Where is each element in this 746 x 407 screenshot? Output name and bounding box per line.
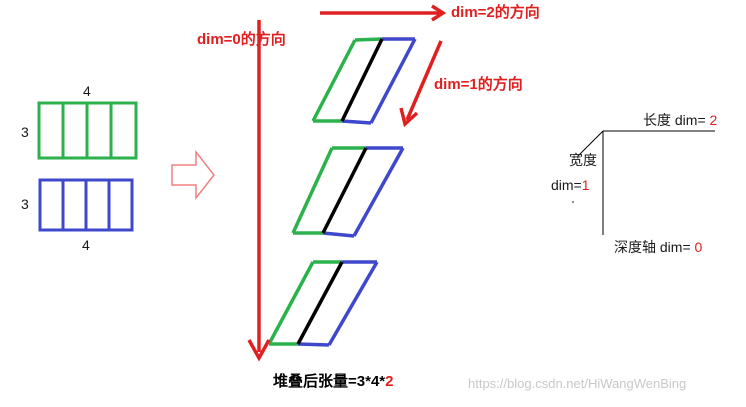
width-axis-label: 宽度 bbox=[569, 152, 597, 168]
stacked-tensor-depth: 2 bbox=[385, 373, 394, 390]
width-axis-value: 1 bbox=[581, 177, 590, 193]
stack-arrow-icon bbox=[171, 149, 215, 201]
length-axis-text: 长度 dim= bbox=[643, 112, 706, 128]
blue-rows-label: 3 bbox=[21, 196, 29, 212]
blue-matrix bbox=[38, 178, 134, 232]
dim2-arrow bbox=[320, 4, 447, 22]
dim2-direction-label: dim=2的方向 bbox=[451, 4, 540, 21]
axes-legend-lines bbox=[577, 130, 715, 235]
dim1-arrow bbox=[399, 40, 443, 128]
stacked-slab-2 bbox=[291, 146, 405, 238]
watermark: https://blog.csdn.net/HiWangWenBing bbox=[468, 376, 687, 391]
length-axis-label: 长度 dim= 2 bbox=[643, 113, 717, 127]
depth-axis-label: 深度轴 dim= 0 bbox=[614, 240, 702, 254]
stacked-slab-1 bbox=[311, 37, 417, 125]
dim0-direction-label: dim=0的方向 bbox=[197, 31, 286, 48]
depth-axis-text: 深度轴 dim= bbox=[614, 239, 691, 255]
stacked-tensor-label: 堆叠后张量=3*4*2 bbox=[273, 374, 393, 389]
dim1-direction-label: dim=1的方向 bbox=[434, 76, 523, 93]
green-matrix bbox=[37, 101, 138, 160]
depth-axis-value: 0 bbox=[694, 239, 703, 255]
stacked-tensor-prefix: 堆叠后张量=3*4* bbox=[273, 373, 386, 390]
width-axis-dim-text: dim= bbox=[551, 177, 582, 193]
stray-dot bbox=[572, 201, 574, 203]
dim0-arrow bbox=[247, 20, 271, 362]
length-axis-value: 2 bbox=[709, 112, 718, 128]
blue-cols-label: 4 bbox=[82, 237, 90, 253]
green-rows-label: 3 bbox=[21, 124, 29, 140]
green-cols-label: 4 bbox=[83, 83, 91, 99]
width-axis-dim: dim=1 bbox=[551, 178, 590, 192]
stacked-slab-3 bbox=[267, 260, 379, 347]
